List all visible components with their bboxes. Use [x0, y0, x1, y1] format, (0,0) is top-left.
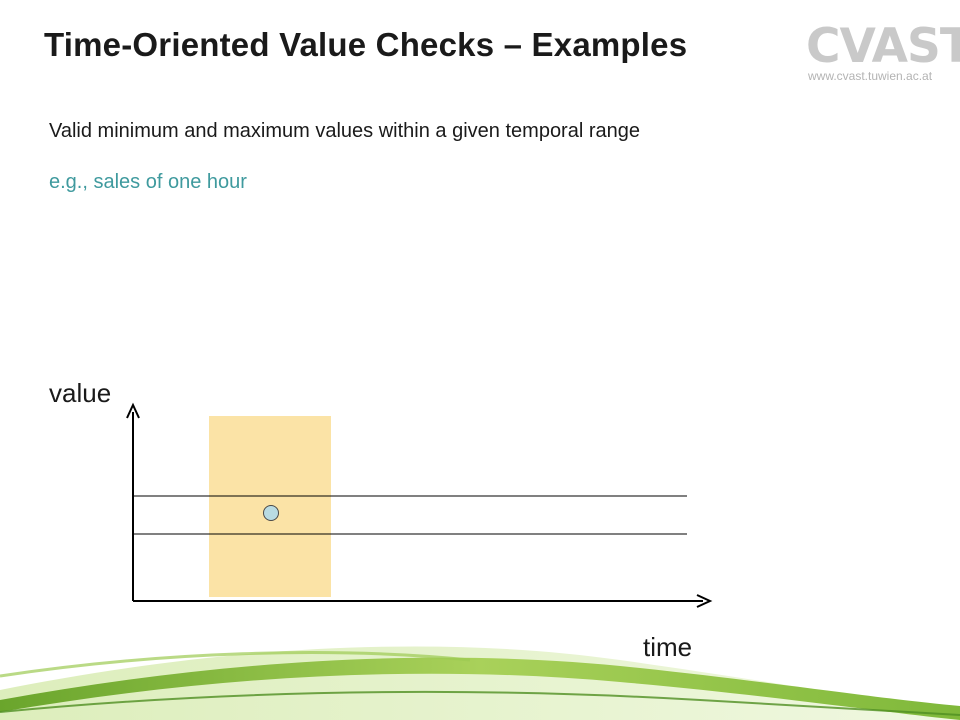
cvast-logo: CVAST www.cvast.tuwien.ac.at [806, 22, 960, 86]
data-point [263, 505, 279, 521]
subbullet-text: e.g., sales of one hour [49, 171, 247, 193]
x-axis-label: time [643, 632, 693, 662]
y-axis-arrowhead [126, 402, 140, 419]
logo-text: CVAST [806, 19, 960, 74]
slide-title: Time-Oriented Value Checks – Examples [44, 26, 688, 63]
y-axis-label: value [49, 378, 112, 408]
x-axis-arrowhead [696, 594, 713, 608]
logo-url: www.cvast.tuwien.ac.at [808, 69, 933, 83]
bullet-text: Valid minimum and maximum values within … [49, 120, 640, 142]
